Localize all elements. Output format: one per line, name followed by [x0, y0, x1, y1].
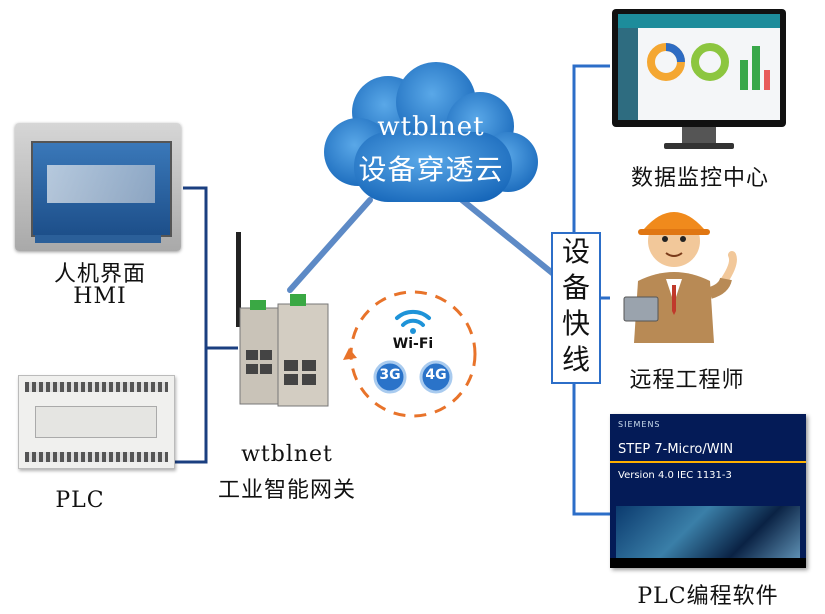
- hmi-label-cn: 人机界面: [53, 262, 146, 287]
- gateway-label-line2: 工业智能网关: [217, 478, 356, 503]
- hmi-label-en: HMI: [73, 284, 127, 309]
- express-char-3: 快: [561, 307, 590, 340]
- monitor-image: [612, 9, 786, 155]
- engineer-label: 远程工程师: [629, 368, 745, 393]
- cloud-shape: [324, 62, 538, 202]
- wireless-badge: [343, 290, 477, 418]
- software-product: STEP 7-Micro/WIN: [618, 442, 734, 457]
- software-brand: SIEMENS: [618, 420, 661, 429]
- cloud-title: wtblnet: [377, 112, 485, 142]
- hmi-device-image: [15, 123, 181, 251]
- plc-software-label: PLC编程软件: [637, 584, 779, 609]
- plc-label: PLC: [55, 488, 105, 513]
- express-line-box: 设 备 快 线: [551, 232, 601, 384]
- gateway-device-image: [236, 232, 329, 407]
- data-center-label: 数据监控中心: [630, 166, 769, 191]
- plc-link: [172, 348, 208, 464]
- hmi-link: [183, 186, 238, 350]
- software-version: Version 4.0 IEC 1131-3: [618, 470, 732, 481]
- gateway-label-line1: wtblnet: [241, 442, 333, 467]
- badge-4g: 4G: [425, 367, 447, 383]
- gateway-cloud-link: [287, 197, 373, 293]
- cloud-express-link: [459, 197, 559, 279]
- express-char-2: 备: [561, 271, 590, 304]
- plc-device-image: [18, 375, 175, 469]
- cloud-subtitle: 设备穿透云: [358, 153, 504, 186]
- plc-software-image: SIEMENS STEP 7-Micro/WIN Version 4.0 IEC…: [610, 414, 806, 568]
- engineer-image: [623, 212, 737, 343]
- express-char-4: 线: [561, 343, 590, 376]
- express-char-1: 设: [561, 235, 590, 268]
- wifi-icon: [395, 309, 431, 327]
- badge-3g: 3G: [379, 367, 401, 383]
- wifi-label: Wi-Fi: [392, 336, 434, 352]
